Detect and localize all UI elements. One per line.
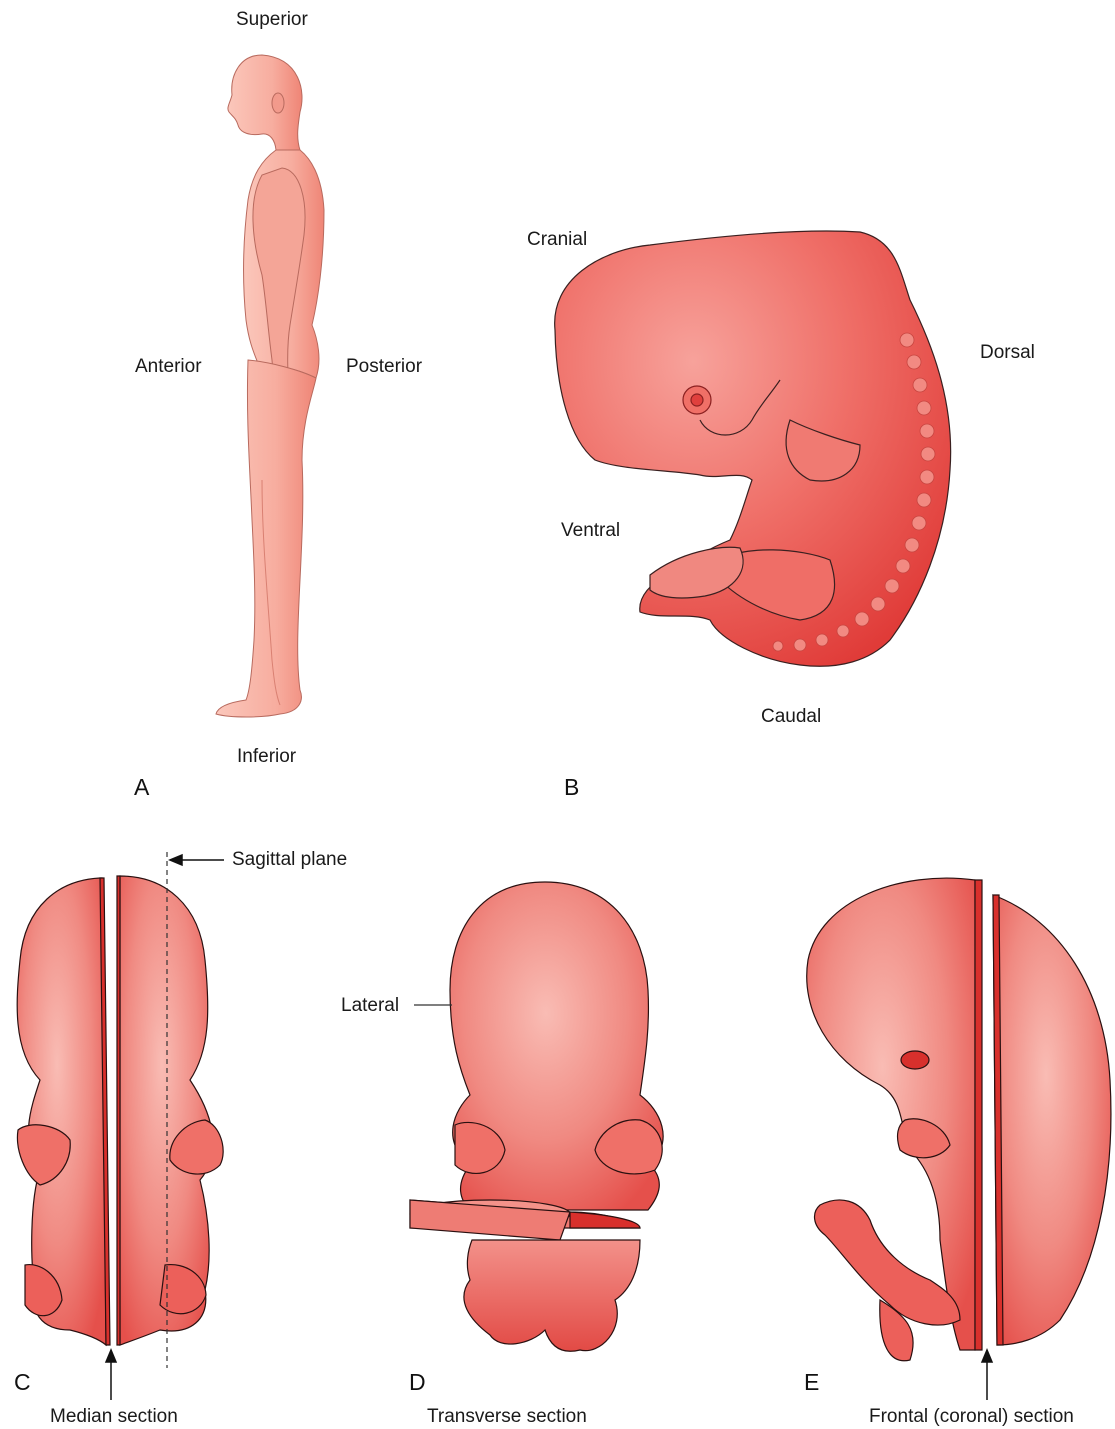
cranial-label: Cranial xyxy=(527,229,587,251)
dorsal-label: Dorsal xyxy=(980,342,1035,364)
ventral-label: Ventral xyxy=(561,520,620,542)
panel-letter-b: B xyxy=(564,774,579,801)
human-body-illustration xyxy=(216,55,324,717)
sagittal-plane-label: Sagittal plane xyxy=(232,849,347,871)
panel-letter-d: D xyxy=(409,1369,426,1396)
frontal-section-label: Frontal (coronal) section xyxy=(869,1406,1074,1428)
panel-letter-c: C xyxy=(14,1369,31,1396)
frontal-section-arrow xyxy=(982,1350,992,1400)
inferior-label: Inferior xyxy=(237,746,296,768)
embryo-median-section-illustration xyxy=(17,876,223,1345)
embryo-transverse-section-illustration xyxy=(410,882,663,1351)
embryo-lateral-illustration xyxy=(555,231,951,666)
median-section-label: Median section xyxy=(50,1406,178,1428)
anterior-label: Anterior xyxy=(135,356,202,378)
transverse-section-label: Transverse section xyxy=(427,1406,587,1428)
lateral-label: Lateral xyxy=(341,995,399,1017)
posterior-label: Posterior xyxy=(346,356,422,378)
panel-letter-e: E xyxy=(804,1369,819,1396)
sagittal-plane-arrow xyxy=(170,855,224,865)
superior-label: Superior xyxy=(236,9,308,31)
caudal-label: Caudal xyxy=(761,706,821,728)
panel-letter-a: A xyxy=(134,774,149,801)
median-section-arrow xyxy=(106,1350,116,1400)
embryo-frontal-section-illustration xyxy=(807,878,1111,1361)
